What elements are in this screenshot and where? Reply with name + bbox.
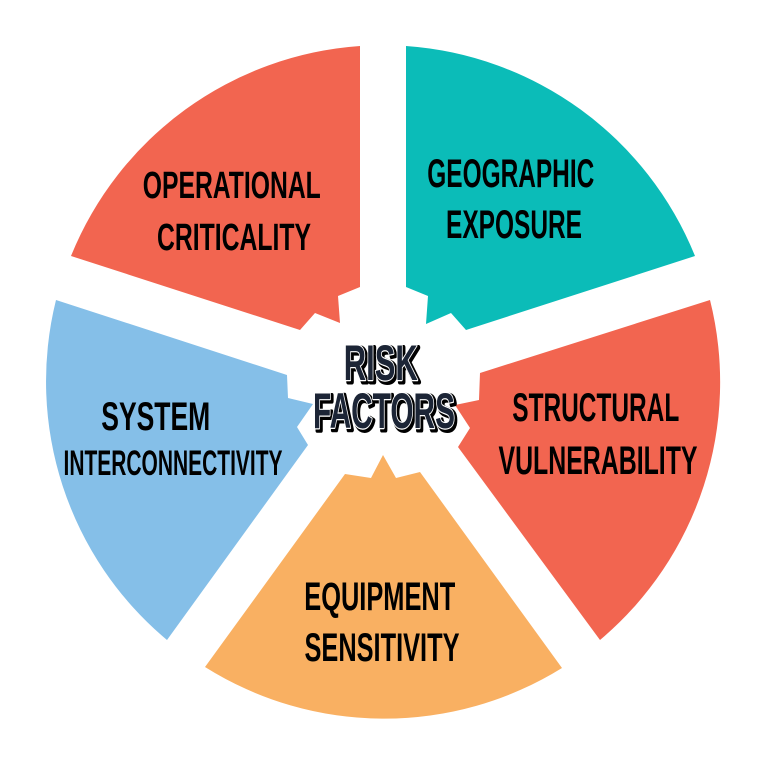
segment-structural-vulnerability[interactable]: STRUCTURAL VULNERABILITY [455, 300, 721, 640]
segment-operational-criticality[interactable]: OPERATIONAL CRITICALITY [71, 46, 360, 330]
segment-shape [406, 46, 695, 330]
segment-equipment-sensitivity[interactable]: EQUIPMENT SENSITIVITY [205, 455, 562, 719]
label-line-1: GEOGRAPHIC [427, 152, 594, 196]
label-line-2: SENSITIVITY [305, 626, 460, 670]
segment-geographic-exposure[interactable]: GEOGRAPHIC EXPOSURE [406, 46, 695, 330]
segment-label: GEOGRAPHIC EXPOSURE [427, 152, 598, 247]
segment-system-interconnectivity[interactable]: SYSTEM INTERCONNECTIVITY [46, 300, 314, 640]
center-title-outline: RISK FACTORS [313, 335, 455, 439]
label-line-2: EXPOSURE [446, 203, 582, 247]
segment-label: EQUIPMENT SENSITIVITY [304, 575, 459, 670]
label-line-1: STRUCTURAL [512, 386, 679, 430]
center-title-line-1: RISK [344, 335, 418, 391]
center-title-line-2: FACTORS [313, 383, 455, 439]
segment-label: STRUCTURAL VULNERABILITY [499, 386, 698, 483]
segment-label: SYSTEM INTERCONNECTIVITY [64, 395, 283, 483]
label-line-2: INTERCONNECTIVITY [64, 444, 283, 483]
label-line-1: SYSTEM [101, 395, 210, 439]
center-title-text: RISK FACTORS [313, 335, 455, 439]
label-line-1: OPERATIONAL [143, 165, 321, 207]
label-line-1: EQUIPMENT [304, 575, 455, 619]
segment-shape [455, 300, 721, 640]
segment-shape [205, 455, 562, 719]
segment-shape [71, 46, 360, 330]
segment-label: OPERATIONAL CRITICALITY [143, 165, 325, 259]
label-line-2: VULNERABILITY [499, 439, 698, 483]
center-title-shadow: RISK FACTORS [315, 337, 457, 441]
label-line-2: CRITICALITY [157, 217, 311, 259]
center-title: RISK FACTORS RISK FACTORS RISK FACTORS [312, 334, 460, 444]
segment-shape [46, 300, 314, 640]
